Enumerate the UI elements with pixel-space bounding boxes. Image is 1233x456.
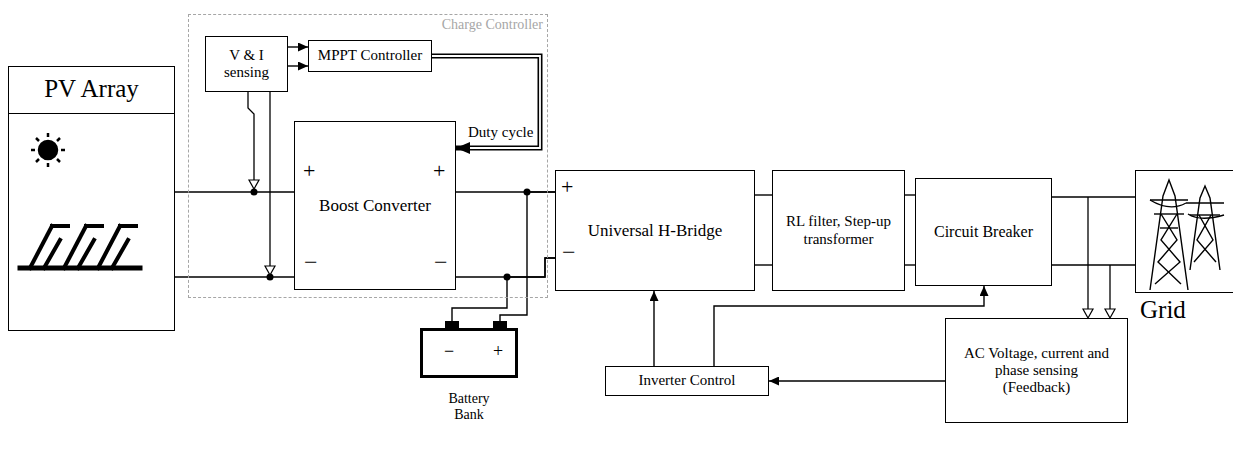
power-wire [905,195,915,196]
group-title: Charge Controller [442,17,543,33]
connector-line [905,264,915,265]
node-heading: Grid [1140,296,1186,325]
signal-arrow [432,56,540,148]
connector-line [175,191,294,192]
connector-line [175,276,294,277]
edge-label: Duty cycle [466,124,535,141]
sensing-tap [248,92,270,270]
grid-box: Grid [1135,170,1233,293]
power-wire [1052,265,1135,266]
box-label: MPPT Controller [314,47,426,64]
box-label: V & I sensing [213,47,281,82]
connector-line [500,192,555,328]
pv-array-box: PV Array [8,66,175,331]
signal-arrow [288,66,308,67]
junction-dot [251,189,531,281]
power-wire [755,195,772,196]
power-wire [905,265,915,266]
tap-arrowhead [1083,309,1115,318]
sensing-box: V & I sensing [205,36,288,92]
converter-box: Boost Converter [294,121,456,290]
power-wire [175,277,294,278]
box-label: AC Voltage, current and phase sensing (F… [958,345,1116,397]
connector-line [288,46,308,47]
signal-arrow [654,291,655,366]
connector-line [432,56,540,148]
connector-line [452,258,555,328]
box-label: Universal H-Bridge [584,221,727,241]
power-wire [456,258,555,277]
node-heading: PV Array [9,67,174,114]
power-wire [175,192,294,193]
power-wire [1052,197,1135,198]
connector-line [755,194,772,195]
connector-line [755,264,772,265]
tap-arrowhead [249,180,275,275]
filter-box: RL filter, Step-up transformer [772,170,905,291]
box-label: Boost Converter [315,196,435,216]
box-label: RL filter, Step-up transformer [773,213,904,248]
signal-arrow [288,47,308,48]
connector-line [714,286,984,366]
connector-line [769,380,945,381]
terminal-polarity: + [433,160,445,182]
signal-arrow [714,286,984,366]
power-wire [755,265,772,266]
feedback-box: AC Voltage, current and phase sensing (F… [945,318,1128,423]
terminal-polarity: + [561,176,573,198]
node-heading: Battery Bank [440,391,498,423]
power-wire [452,258,555,328]
connector-line [456,258,555,277]
connector-line [653,291,654,366]
terminal-polarity: + [303,160,315,182]
solar-panel-icon [20,226,140,268]
signal-arrow [769,381,945,382]
charge-controller-group: V & I sensing MPPT ControllerBoost Conver… [188,14,548,298]
terminal-polarity: − [434,250,448,274]
power-wire [500,192,555,328]
box-label: Circuit Breaker [930,223,1037,241]
double-line-core [432,56,540,148]
breaker-box: Circuit Breaker [915,178,1052,286]
box-label: Inverter Control [634,372,739,389]
sun-icon [31,133,65,167]
connector-line [905,194,915,195]
terminal-polarity: + [493,342,503,360]
ac-sensing-tap [1088,197,1110,310]
connector-line [1052,264,1135,265]
terminal-polarity: − [562,240,576,264]
transmission-tower [1150,180,1224,290]
controller-box: MPPT Controller [308,40,432,72]
inverter-bridge-box: Universal H-Bridge [555,170,755,291]
terminal-polarity: − [444,342,454,360]
connector-line [1052,196,1135,197]
terminal-polarity: − [304,250,318,274]
control-box: Inverter Control [605,366,769,396]
battery-symbol: Battery Bank [420,328,518,378]
connector-line [288,65,308,66]
